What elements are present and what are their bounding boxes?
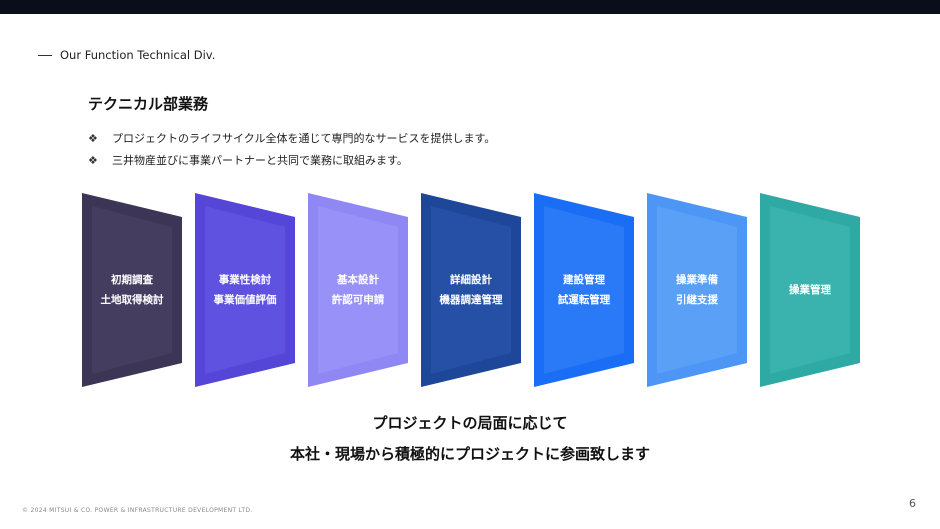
stage-panel: 初期調査土地取得検討 xyxy=(82,193,182,387)
stage-shape xyxy=(82,193,182,387)
stage-label-line: 引継支援 xyxy=(676,294,718,306)
closing-line-1: プロジェクトの局面に応じて xyxy=(372,414,568,432)
stage-label-line: 初期調査 xyxy=(111,274,153,286)
stage-shape xyxy=(534,193,634,387)
bullet-item: ❖ プロジェクトのライフサイクル全体を通じて専門的なサービスを提供します。 xyxy=(88,127,495,149)
stage-label: 操業準備引継支援 xyxy=(647,270,747,310)
stage-shape-inner xyxy=(770,206,850,374)
stage-shape-inner xyxy=(657,206,737,374)
stage-panel: 操業準備引継支援 xyxy=(647,193,747,387)
diamond-bullet-icon: ❖ xyxy=(88,131,98,145)
page-number: 6 xyxy=(909,497,916,510)
stage-label-line: 基本設計 xyxy=(337,274,379,286)
stage-label: 事業性検討事業価値評価 xyxy=(195,270,295,310)
stage-panel: 事業性検討事業価値評価 xyxy=(195,193,295,387)
stage-label: 初期調査土地取得検討 xyxy=(82,270,182,310)
bullet-item: ❖ 三井物産並びに事業パートナーと共同で業務に取組みます。 xyxy=(88,149,495,171)
stage-shape xyxy=(760,193,860,387)
stage-shape-inner xyxy=(431,206,511,374)
stage-label-line: 機器調達管理 xyxy=(439,294,503,306)
top-bar xyxy=(0,0,940,14)
stage-label: 操業管理 xyxy=(760,280,860,300)
diamond-bullet-icon: ❖ xyxy=(88,153,98,167)
stage-shape-inner xyxy=(92,206,172,374)
stage-shape xyxy=(308,193,408,387)
stage-shape xyxy=(195,193,295,387)
section-header: Our Function Technical Div. xyxy=(38,48,215,62)
stage-label-line: 詳細設計 xyxy=(450,274,492,286)
bullet-text: プロジェクトのライフサイクル全体を通じて専門的なサービスを提供します。 xyxy=(112,132,496,145)
page-title: テクニカル部業務 xyxy=(88,95,209,113)
bullet-list: ❖ プロジェクトのライフサイクル全体を通じて専門的なサービスを提供します。 ❖ … xyxy=(88,127,495,171)
stage-label-line: 操業管理 xyxy=(789,284,831,296)
stage-label: 基本設計許認可申請 xyxy=(308,270,408,310)
closing-line-2: 本社・現場から積極的にプロジェクトに参画致します xyxy=(289,445,650,463)
stage-label: 詳細設計機器調達管理 xyxy=(421,270,521,310)
section-label: Our Function Technical Div. xyxy=(60,48,216,62)
stage-shape-inner xyxy=(205,206,285,374)
stage-label-line: 事業価値評価 xyxy=(213,294,277,306)
bullet-text: 三井物産並びに事業パートナーと共同で業務に取組みます。 xyxy=(112,154,408,167)
stage-label-line: 許認可申請 xyxy=(331,294,385,306)
stage-label-line: 事業性検討 xyxy=(218,274,272,286)
stage-label: 建設管理試運転管理 xyxy=(534,270,634,310)
stage-shape xyxy=(647,193,747,387)
stage-shape xyxy=(421,193,521,387)
copyright: © 2024 MITSUI & CO. POWER & INFRASTRUCTU… xyxy=(22,507,253,514)
stage-panel: 建設管理試運転管理 xyxy=(534,193,634,387)
stage-label-line: 操業準備 xyxy=(676,274,718,286)
stage-label-line: 試運転管理 xyxy=(557,294,611,306)
stage-panel: 操業管理 xyxy=(760,193,860,387)
stage-label-line: 建設管理 xyxy=(563,274,605,286)
stage-label-line: 土地取得検討 xyxy=(100,294,164,306)
stage-panel: 基本設計許認可申請 xyxy=(308,193,408,387)
dash-icon xyxy=(38,54,52,56)
stage-shape-inner xyxy=(318,206,398,374)
stage-panel: 詳細設計機器調達管理 xyxy=(421,193,521,387)
stage-shape-inner xyxy=(544,206,624,374)
